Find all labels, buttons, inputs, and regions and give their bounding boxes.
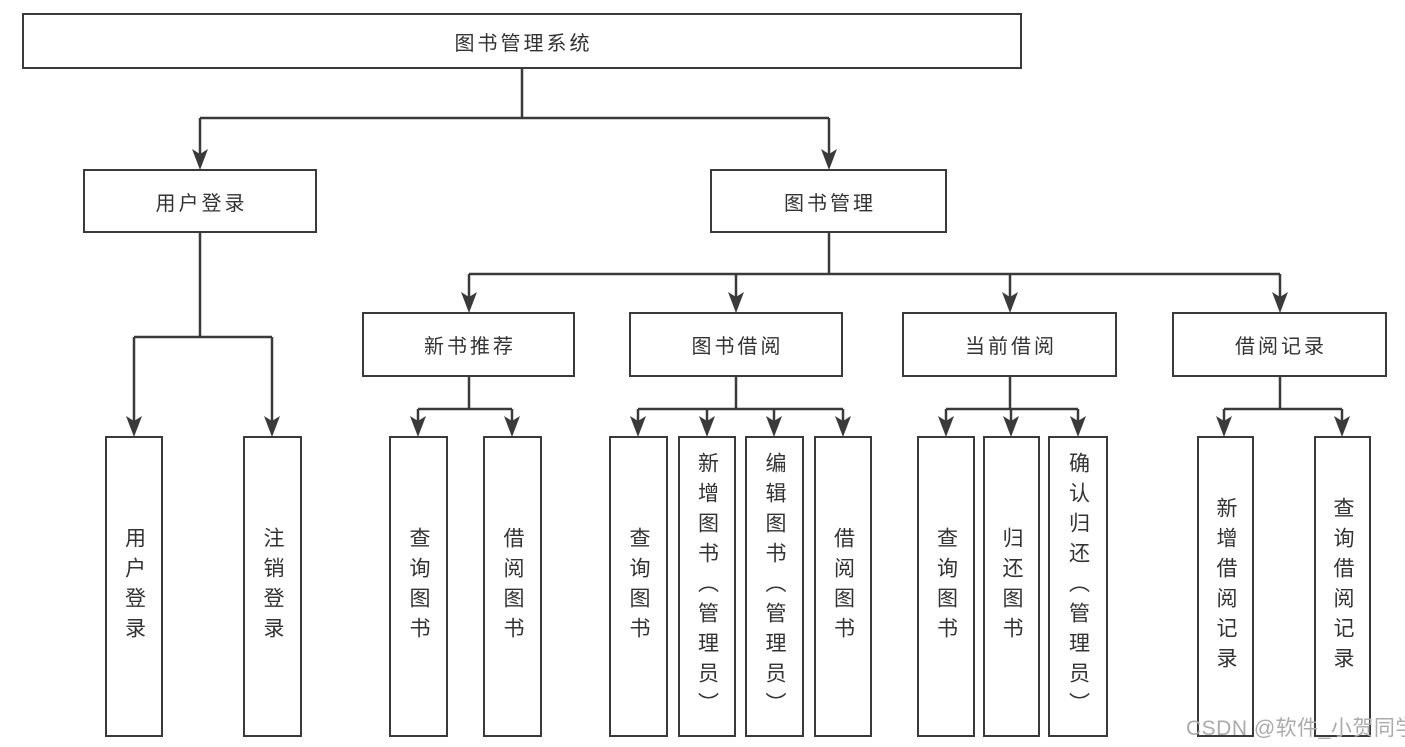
leaf-borrow-books: 借阅图书 (814, 436, 872, 737)
leaf-borrow-books-recommend: 借阅图书 (483, 436, 542, 737)
node-borrowing-records: 借阅记录 (1172, 312, 1387, 377)
leaf-logout: 注销登录 (243, 436, 302, 737)
leaf-return-books: 归还图书 (983, 436, 1040, 737)
node-new-book-recommendation: 新书推荐 (362, 312, 575, 377)
node-user-login: 用户登录 (83, 169, 317, 233)
leaf-query-books-borrow: 查询图书 (609, 436, 668, 737)
watermark-text: CSDN @软件_小贺同学 (1186, 717, 1405, 740)
node-book-borrowing: 图书借阅 (629, 312, 843, 377)
leaf-query-books-current: 查询图书 (917, 436, 975, 737)
leaf-query-borrow-record: 查询借阅记录 (1314, 436, 1371, 737)
leaf-confirm-return-admin: 确认归还（管理员） (1048, 436, 1108, 737)
leaf-user-login: 用户登录 (105, 436, 163, 737)
leaf-add-books-admin: 新增图书（管理员） (678, 436, 736, 737)
node-current-borrowing: 当前借阅 (902, 312, 1117, 377)
leaf-edit-books-admin: 编辑图书（管理员） (745, 436, 804, 737)
leaf-add-borrow-record: 新增借阅记录 (1197, 436, 1254, 737)
leaf-query-books-recommend: 查询图书 (389, 436, 448, 737)
node-library-management-system: 图书管理系统 (22, 13, 1022, 69)
node-book-management: 图书管理 (710, 169, 947, 233)
